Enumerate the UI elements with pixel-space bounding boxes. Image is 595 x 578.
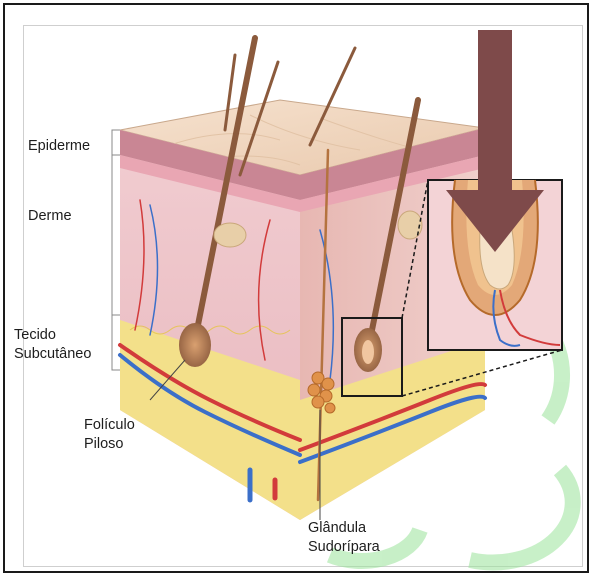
subcutaneous-tissue-label: Tecido Subcutâneo xyxy=(14,326,91,364)
dermis-label: Derme xyxy=(28,207,72,226)
hair-follicle-label: Folículo Piloso xyxy=(84,416,135,454)
sweat-gland-label: Glândula Sudorípara xyxy=(308,519,380,557)
epidermis-label: Epiderme xyxy=(28,137,90,156)
skin-left-face xyxy=(120,130,300,520)
layer-brackets xyxy=(112,130,120,370)
